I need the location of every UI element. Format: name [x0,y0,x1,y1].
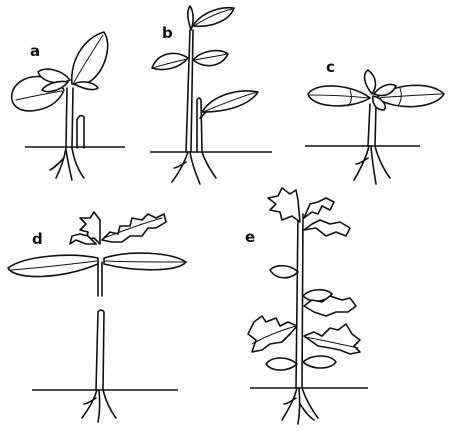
seedling-c [305,70,444,184]
seedling-a [12,32,125,180]
leaf-center-c1 [365,70,376,94]
leaf-midright-b [193,51,228,66]
panel-label-d: d [32,232,43,247]
leaf-top-d2 [102,214,166,242]
leaf-right-e2 [304,324,360,354]
leaf-top-e3 [304,220,350,236]
panel-label-a: a [30,44,40,59]
panel-label-b: b [162,26,173,41]
leaf-small-a3 [74,82,98,90]
panel-label-c: c [326,60,335,75]
panel-label-e: e [245,230,255,245]
leaf-top-e1 [268,188,300,222]
leaf-pair-e3-right [303,356,336,368]
leaf-pair-e3-left [266,358,297,370]
seedling-e [248,188,368,424]
leaf-top-e2 [304,198,334,218]
leaf-pair-e1-left [270,266,298,278]
